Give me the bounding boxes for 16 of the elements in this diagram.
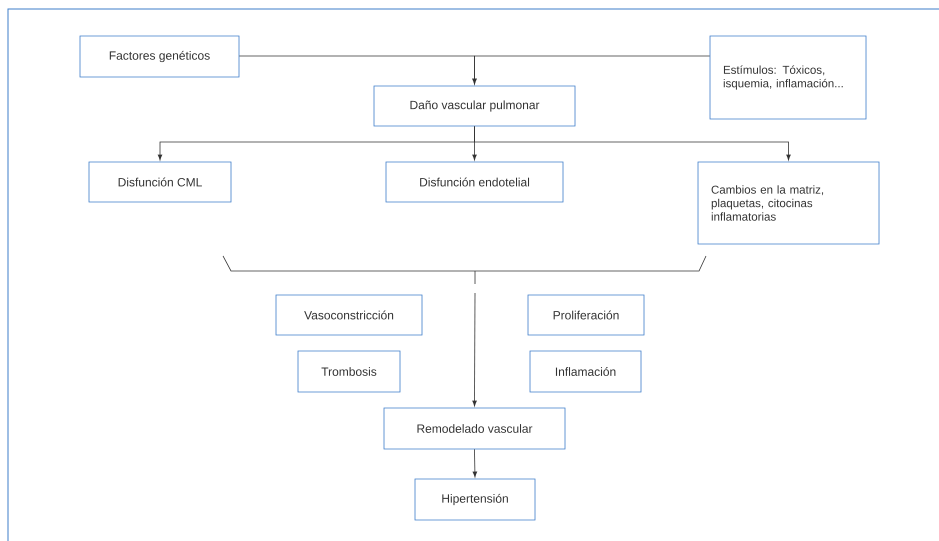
arrow — [472, 449, 478, 478]
arrow — [472, 56, 710, 84]
box: Disfunción endotelial — [386, 162, 564, 202]
box: Cambios en la matriz, plaquetas, citocinas inflamatorias — [698, 162, 880, 244]
box: Factores genéticos — [80, 36, 240, 78]
box: Vasoconstricción — [276, 294, 422, 336]
box: Hipertensión — [414, 478, 536, 520]
box: Disfunción CML — [88, 162, 232, 202]
box: Daño vascular pulmonar — [374, 86, 576, 126]
box: Estímulos: Tóxicos, isquemia, inflamación... — [710, 36, 866, 120]
box: Inflamación — [530, 350, 642, 392]
arrow — [474, 126, 791, 160]
arrow — [472, 292, 477, 406]
box: Remodelado vascular — [384, 408, 566, 450]
box: Proliferación — [528, 294, 644, 336]
box: Trombosis — [298, 350, 400, 392]
